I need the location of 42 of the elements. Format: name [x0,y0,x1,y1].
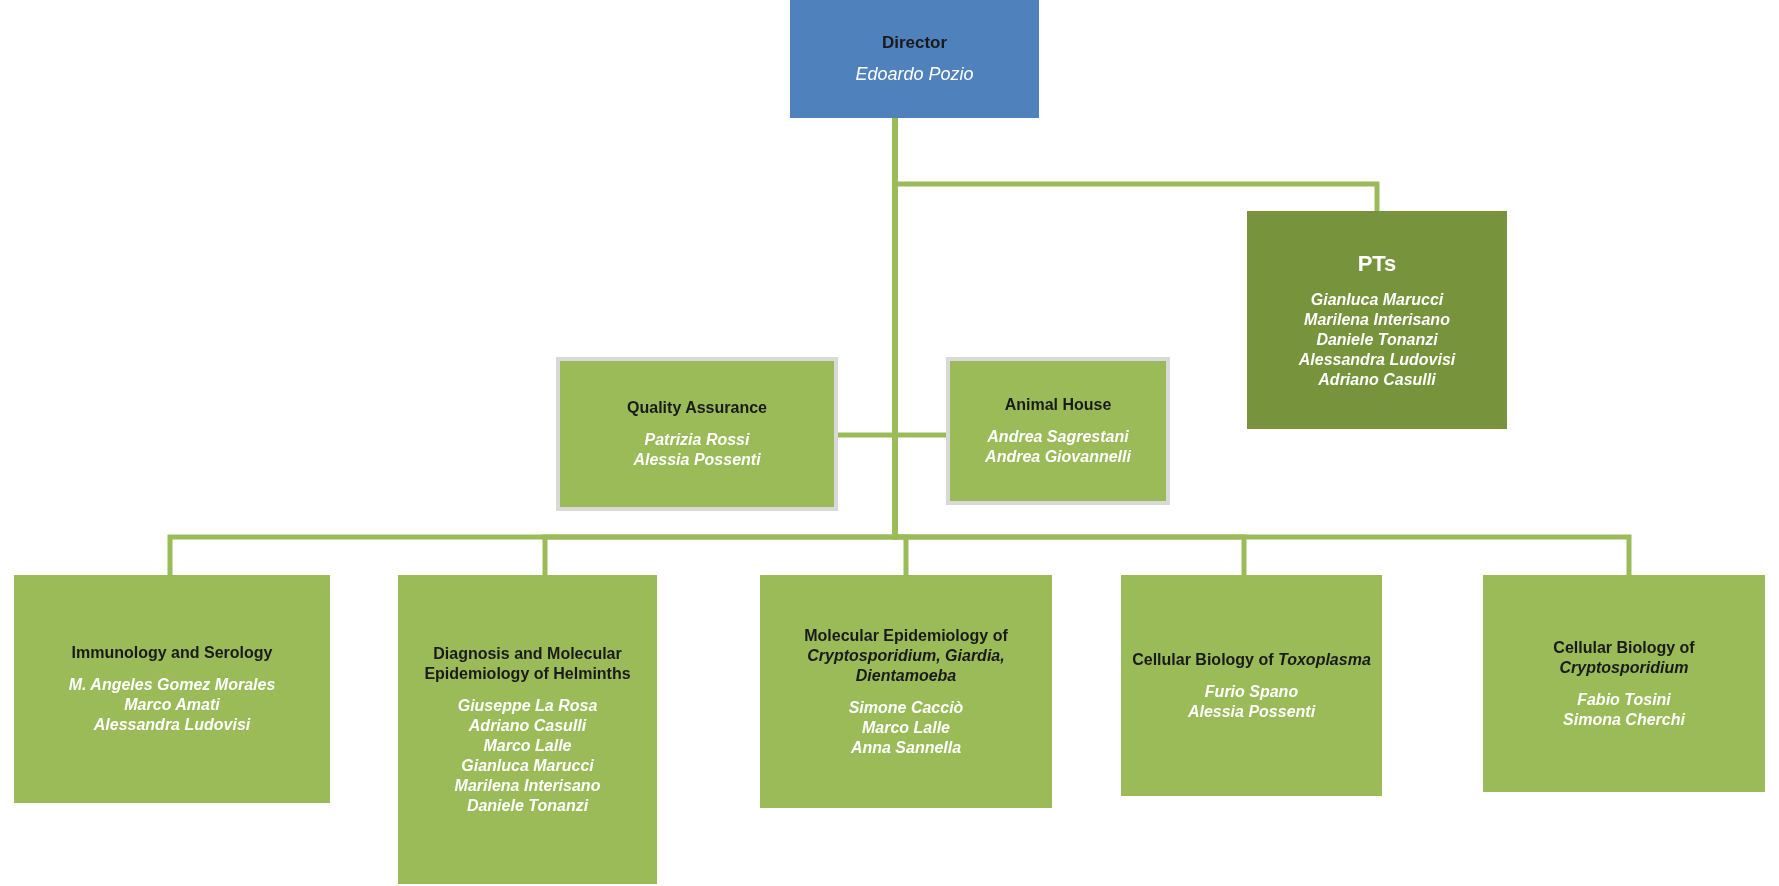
unit-title: Quality Assurance [627,398,767,418]
member-name: Alessia Possenti [633,450,761,470]
member-name: Furio Spano [1204,681,1299,702]
member-name: Adriano Casulli [1318,369,1436,390]
member-name: Marco Lalle [483,735,572,756]
unit-title: Diagnosis and Molecular Epidemiology of Helminths [423,643,632,684]
member-name: Marilena Interisano [1304,309,1450,330]
unit-title: Cellular Biology of Cryptosporidium [1552,637,1696,678]
unit-title: Director [881,32,948,54]
member-name: Alessandra Ludovisi [93,715,251,735]
member-name: M. Angeles Gomez Morales [68,675,276,695]
member-name: Gianluca Marucci [461,755,594,776]
unit-box [398,575,657,884]
member-name: Andrea Giovannelli [985,447,1131,467]
member-name: Alessandra Ludovisi [1298,349,1456,370]
member-name: Daniele Tonanzi [1316,329,1438,350]
member-name: Adriano Casulli [468,715,587,736]
unit-title: Immunology and Serology [71,643,273,663]
member-name: Andrea Sagrestani [987,427,1129,447]
unit-box [1483,575,1765,792]
member-name: Simone Cacciò [848,697,964,718]
unit-box [760,575,1052,808]
member-name: Alessia Possenti [1187,701,1316,722]
member-name: Anna Sannella [850,737,962,758]
member-name: Simona Cherchi [1563,709,1685,730]
member-name: Giuseppe La Rosa [457,695,598,716]
unit-title: Molecular Epidemiology of Cryptosporidium, Giardia, Dientamoeba [803,625,1009,686]
member-name: Fabio Tosini [1577,689,1671,710]
member-name: Gianluca Marucci [1310,289,1444,310]
unit-title: Animal House [1004,395,1112,415]
member-name: Daniele Tonanzi [466,795,589,816]
member-name: Marco Lalle [862,717,950,738]
unit-box [1121,575,1382,796]
member-name: Patrizia Rossi [644,430,750,450]
unit-box [14,575,330,803]
member-name: Marco Amati [124,695,220,715]
member-name: Edoardo Pozio [855,63,974,86]
director-box [790,0,1039,118]
unit-title: PTs [1357,250,1397,278]
unit-title: Cellular Biology of Toxoplasma [1132,649,1371,670]
member-name: Marilena Interisano [454,775,601,796]
team-box [1247,211,1507,429]
